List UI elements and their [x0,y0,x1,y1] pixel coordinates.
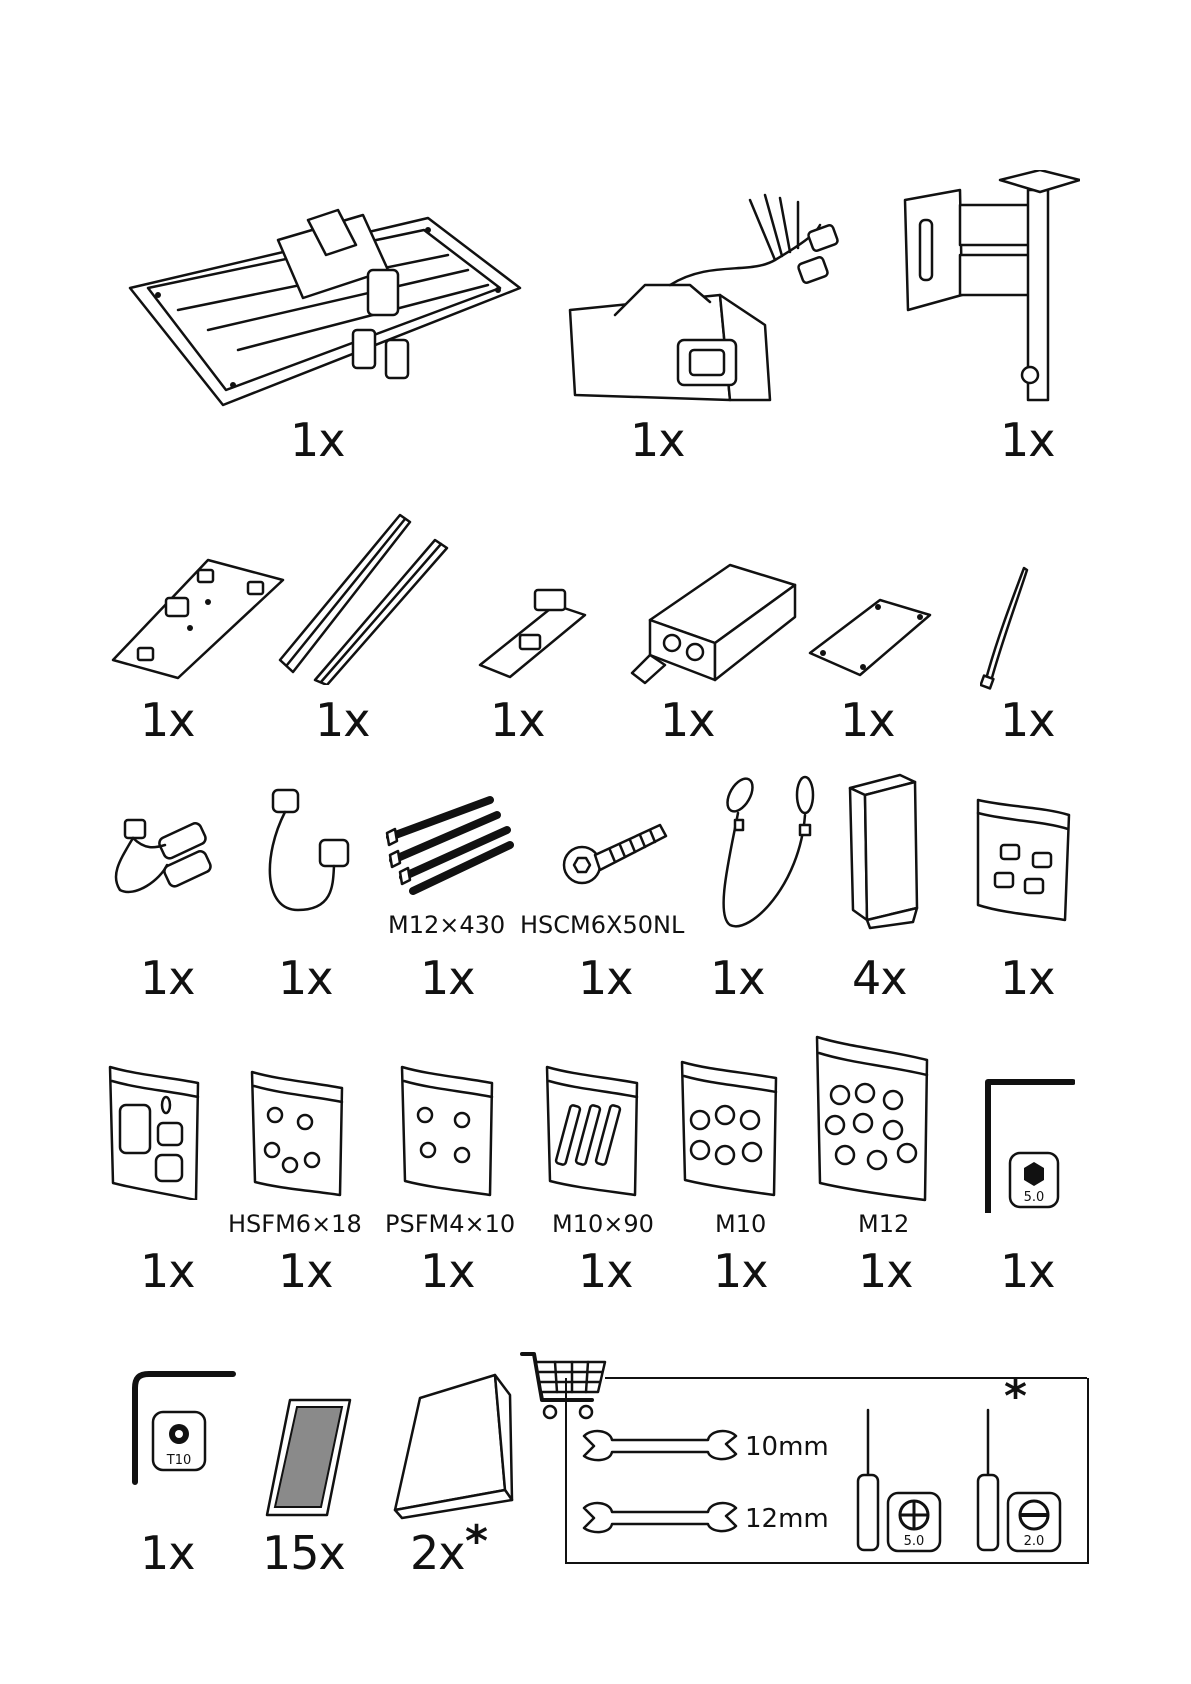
quantity-label: 4x [852,955,907,1001]
flat-size: 2.0 [1024,1534,1045,1549]
quantity-label: 1x [420,955,475,1001]
quantity-label: 1x [1000,417,1055,463]
part-code-label: M10 [715,1212,766,1236]
torx-size: T10 [166,1453,191,1468]
safety-cable-illustration [710,775,830,930]
threaded-rods-illustration [385,795,515,895]
allen-key-illustration: 5.0 [985,1078,1075,1213]
cable-tie-illustration [980,565,1030,690]
part-code-label: M10×90 [552,1212,654,1236]
pole-bracket-illustration [900,170,1080,405]
quantity-label: 1x [660,697,715,743]
quantity-label: 1x [710,955,765,1001]
quantity-label: 1x [140,697,195,743]
anchor-bolt-bag-illustration [545,1065,640,1200]
phillips-screw-bag-illustration [400,1065,495,1200]
m12-nut-bag-illustration [815,1035,930,1205]
quantity-label: 1x [1000,955,1055,1001]
extension-cable-illustration [258,785,358,915]
wrench-12mm-label: 12mm [745,1504,829,1534]
quantity-label: 1x [140,955,195,1001]
gasket-strip-illustration [265,1395,355,1520]
wrench-12mm-icon [580,1500,740,1536]
junction-box-illustration [630,555,800,685]
quantity-label: 15x [262,1530,345,1576]
hex-screw-bag-illustration [250,1070,345,1200]
torx-key-illustration: T10 [125,1370,240,1485]
filler-block-illustration [845,770,925,930]
quantity-label: 1x [420,1248,475,1294]
wrench-10mm-label: 10mm [745,1432,829,1462]
wrench-10mm-icon [580,1428,740,1464]
quantity-label: 1x [278,1248,333,1294]
manual-booklet-illustration [390,1370,515,1520]
part-code-label: PSFM4×10 [385,1212,515,1236]
nut-bag-illustration [973,795,1073,925]
phillips-screwdriver-icon: 5.0 [850,1405,945,1555]
m10-nut-bag-illustration [680,1060,780,1200]
quantity-label: 1x [578,955,633,1001]
flat-screwdriver-icon: 2.0 [970,1405,1065,1555]
quantity-label: 1x [840,697,895,743]
frame-mount-illustration [128,200,528,425]
quantity-label: 1x [578,1248,633,1294]
part-code-label: HSCM6X50NL [520,913,684,937]
quantity-label: 1x [858,1248,913,1294]
cable-gland-bag-illustration [108,1065,203,1200]
quantity-label: 2x [410,1530,465,1576]
part-code-label: M12 [858,1212,909,1236]
phillips-size: 5.0 [904,1534,925,1549]
part-code-label: HSFM6×18 [228,1212,362,1236]
quantity-label: 1x [713,1248,768,1294]
tools-asterisk-mark: * [1004,1375,1027,1419]
quantity-label: 1x [315,697,370,743]
camera-illustration [560,190,850,415]
quantity-label: 1x [1000,1248,1055,1294]
cover-plate-illustration [805,595,935,680]
quantity-label: 1x [140,1248,195,1294]
mounting-plate-illustration [108,540,288,680]
asterisk-note-mark: * [465,1520,488,1564]
quantity-label: 1x [630,417,685,463]
quantity-label: 1x [140,1530,195,1576]
quantity-label: 1x [290,417,345,463]
quantity-label: 1x [490,697,545,743]
hex-socket-screw-illustration [560,820,670,890]
allen-key-size: 5.0 [1024,1190,1045,1205]
latch-bracket-illustration [475,585,595,680]
quantity-label: 1x [278,955,333,1001]
part-code-label: M12×430 [388,913,505,937]
y-cable-illustration [105,810,215,900]
rail-pair-illustration [275,510,455,685]
quantity-label: 1x [1000,697,1055,743]
